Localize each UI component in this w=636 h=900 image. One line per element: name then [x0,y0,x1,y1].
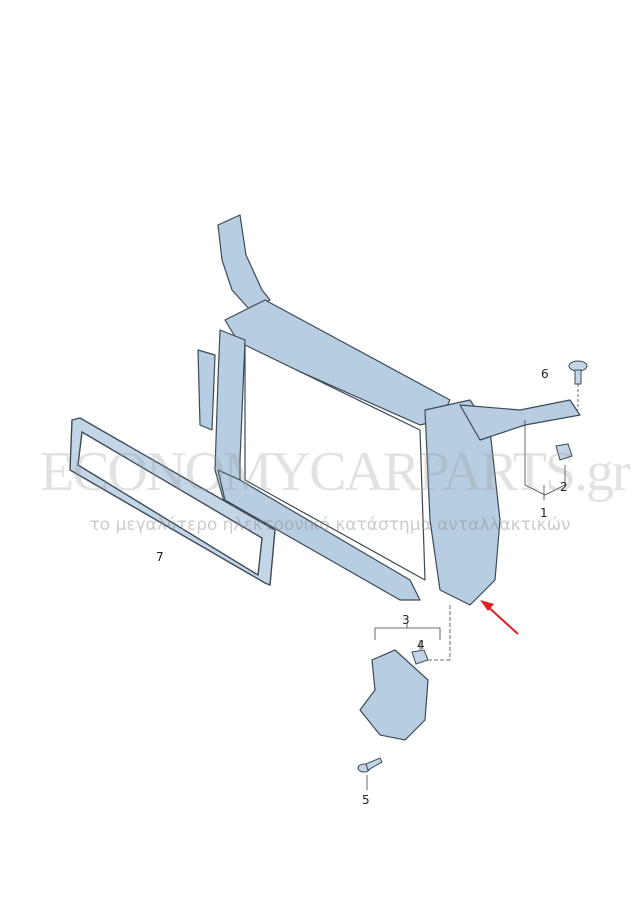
part-label-6: 6 [541,367,549,381]
nut-clip-2 [555,443,573,461]
part-label-5: 5 [362,793,370,807]
part-label-4: 4 [417,638,425,652]
part-label-7: 7 [156,550,164,564]
leader-lines [366,384,579,790]
watermark-tagline: το μεγαλύτερο ηλεκτρονικό κατάστημα αντα… [89,515,571,535]
part-label-2: 2 [560,480,568,494]
part-label-1: 1 [540,506,548,520]
screw-5 [357,757,383,773]
red-arrow [480,600,519,635]
air-guide-frame [69,417,276,586]
lock-carrier-bracket [359,649,429,741]
screw-6 [568,360,588,385]
part-label-3: 3 [402,613,410,627]
watermark-brand: ECONOMYCARPARTS.gr [40,441,631,503]
front-panel-carrier [197,214,581,606]
nut-clip-4 [411,649,429,665]
